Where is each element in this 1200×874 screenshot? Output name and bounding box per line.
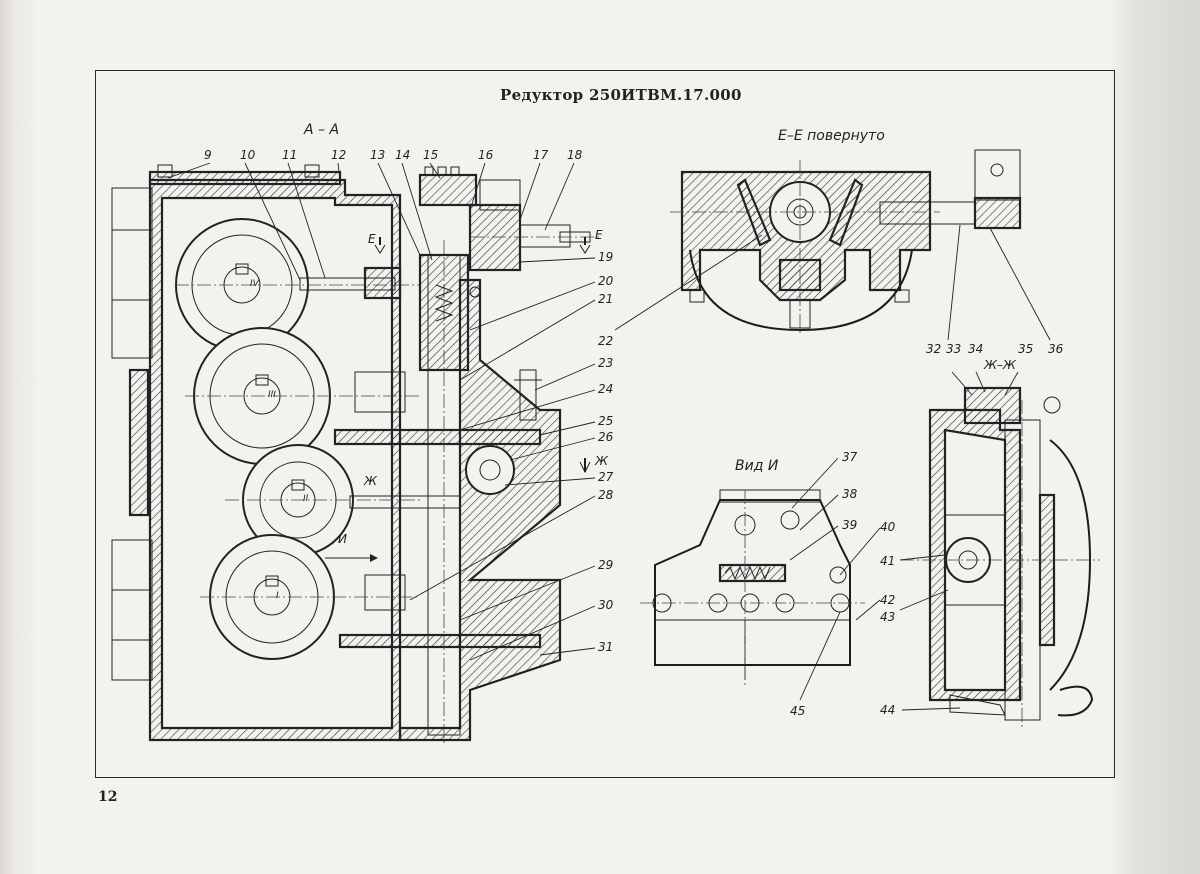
callout-22: 22 — [598, 334, 614, 348]
callout-14: 14 — [395, 148, 411, 162]
callout-17: 17 — [533, 148, 549, 162]
ee-lever-right — [828, 178, 864, 247]
bevel-gear — [479, 179, 521, 211]
adjacent-page-shadow — [1112, 0, 1200, 874]
section-zhzh-drawing — [899, 371, 1100, 730]
callout-41: 41 — [880, 554, 896, 568]
page-number: 12 — [98, 789, 118, 805]
callout-32: 32 — [926, 342, 942, 356]
callout-29: 29 — [598, 558, 614, 572]
section-ee-label: Е–Е повернуто — [778, 128, 885, 144]
callout-11: 11 — [282, 148, 298, 162]
callout-38: 38 — [842, 487, 858, 501]
callout-30: 30 — [598, 598, 614, 612]
callout-35: 35 — [1018, 342, 1034, 356]
callout-31: 31 — [598, 640, 614, 654]
callout-25: 25 — [598, 414, 614, 428]
callout-44: 44 — [880, 703, 896, 717]
view-i-label: Вид И — [735, 458, 779, 474]
section-ee-drawing — [670, 149, 1051, 341]
fork-head — [363, 266, 402, 300]
side-cover — [128, 368, 150, 517]
cut-mark-e-left: Е — [368, 232, 376, 246]
callout-42: 42 — [880, 593, 896, 607]
spring — [434, 284, 454, 322]
drawing-title: Редуктор 250ИТВМ.17.000 — [500, 86, 742, 104]
callout-20: 20 — [598, 274, 614, 288]
callout-33: 33 — [946, 342, 962, 356]
callout-27: 27 — [598, 470, 614, 484]
callout-45: 45 — [790, 704, 806, 718]
zhzh-bushing — [1038, 493, 1056, 647]
callout-18: 18 — [567, 148, 583, 162]
callout-34: 34 — [968, 342, 984, 356]
callout-10: 10 — [240, 148, 256, 162]
cut-mark-zh-left: Ж — [364, 474, 377, 488]
callout-13: 13 — [370, 148, 386, 162]
callout-36: 36 — [1048, 342, 1064, 356]
fork-block — [354, 371, 406, 413]
fork-block — [364, 574, 406, 611]
gear-segment — [418, 173, 478, 207]
fork-rod — [349, 495, 461, 509]
bolt — [519, 369, 537, 421]
callout-39: 39 — [842, 518, 858, 532]
ee-housing-bottom — [689, 249, 913, 332]
selector-cam — [465, 445, 515, 495]
view-i-body — [654, 499, 851, 666]
left-flange-lower — [111, 539, 153, 681]
ee-lever-left — [736, 178, 772, 247]
cut-mark-e-right: Е — [595, 228, 603, 242]
callout-26: 26 — [598, 430, 614, 444]
callout-43: 43 — [880, 610, 896, 624]
callout-19: 19 — [598, 250, 614, 264]
cut-mark-zh-right: Ж — [595, 454, 608, 468]
input-shaft — [519, 224, 571, 248]
section-aa-drawing — [111, 162, 763, 745]
shaft-iv-label: IV — [250, 279, 259, 289]
view-i-drawing — [640, 457, 881, 701]
callout-28: 28 — [598, 488, 614, 502]
drawing-frame — [95, 70, 1115, 778]
ee-fork — [974, 149, 1021, 201]
zhzh-head — [963, 386, 1022, 425]
cover-bolt — [304, 164, 320, 178]
shaft-i-label: I — [276, 591, 279, 601]
callout-21: 21 — [598, 292, 614, 306]
left-flange-upper — [111, 187, 153, 359]
callout-23: 23 — [598, 356, 614, 370]
zhzh-handle — [1057, 685, 1094, 717]
zhzh-cover — [1049, 439, 1092, 691]
view-arrow-i: И — [338, 532, 347, 546]
callout-15: 15 — [423, 148, 439, 162]
cover-bolt — [157, 164, 173, 178]
housing-wall — [148, 178, 402, 742]
shaft-ii-label: II — [303, 494, 309, 504]
section-zhzh-label: Ж–Ж — [984, 358, 1016, 372]
callout-12: 12 — [331, 148, 347, 162]
zhzh-spring — [949, 694, 1006, 716]
ee-block — [778, 258, 822, 292]
callout-40: 40 — [880, 520, 896, 534]
ee-coupling — [973, 196, 1022, 230]
callout-16: 16 — [478, 148, 494, 162]
callout-37: 37 — [842, 450, 858, 464]
book-binding-edge — [0, 0, 40, 874]
callout-24: 24 — [598, 382, 614, 396]
bevel-housing — [468, 203, 522, 272]
section-aa-label: А – А — [304, 122, 340, 138]
callout-9: 9 — [204, 148, 212, 162]
shaft-iii-label: III — [268, 390, 276, 400]
